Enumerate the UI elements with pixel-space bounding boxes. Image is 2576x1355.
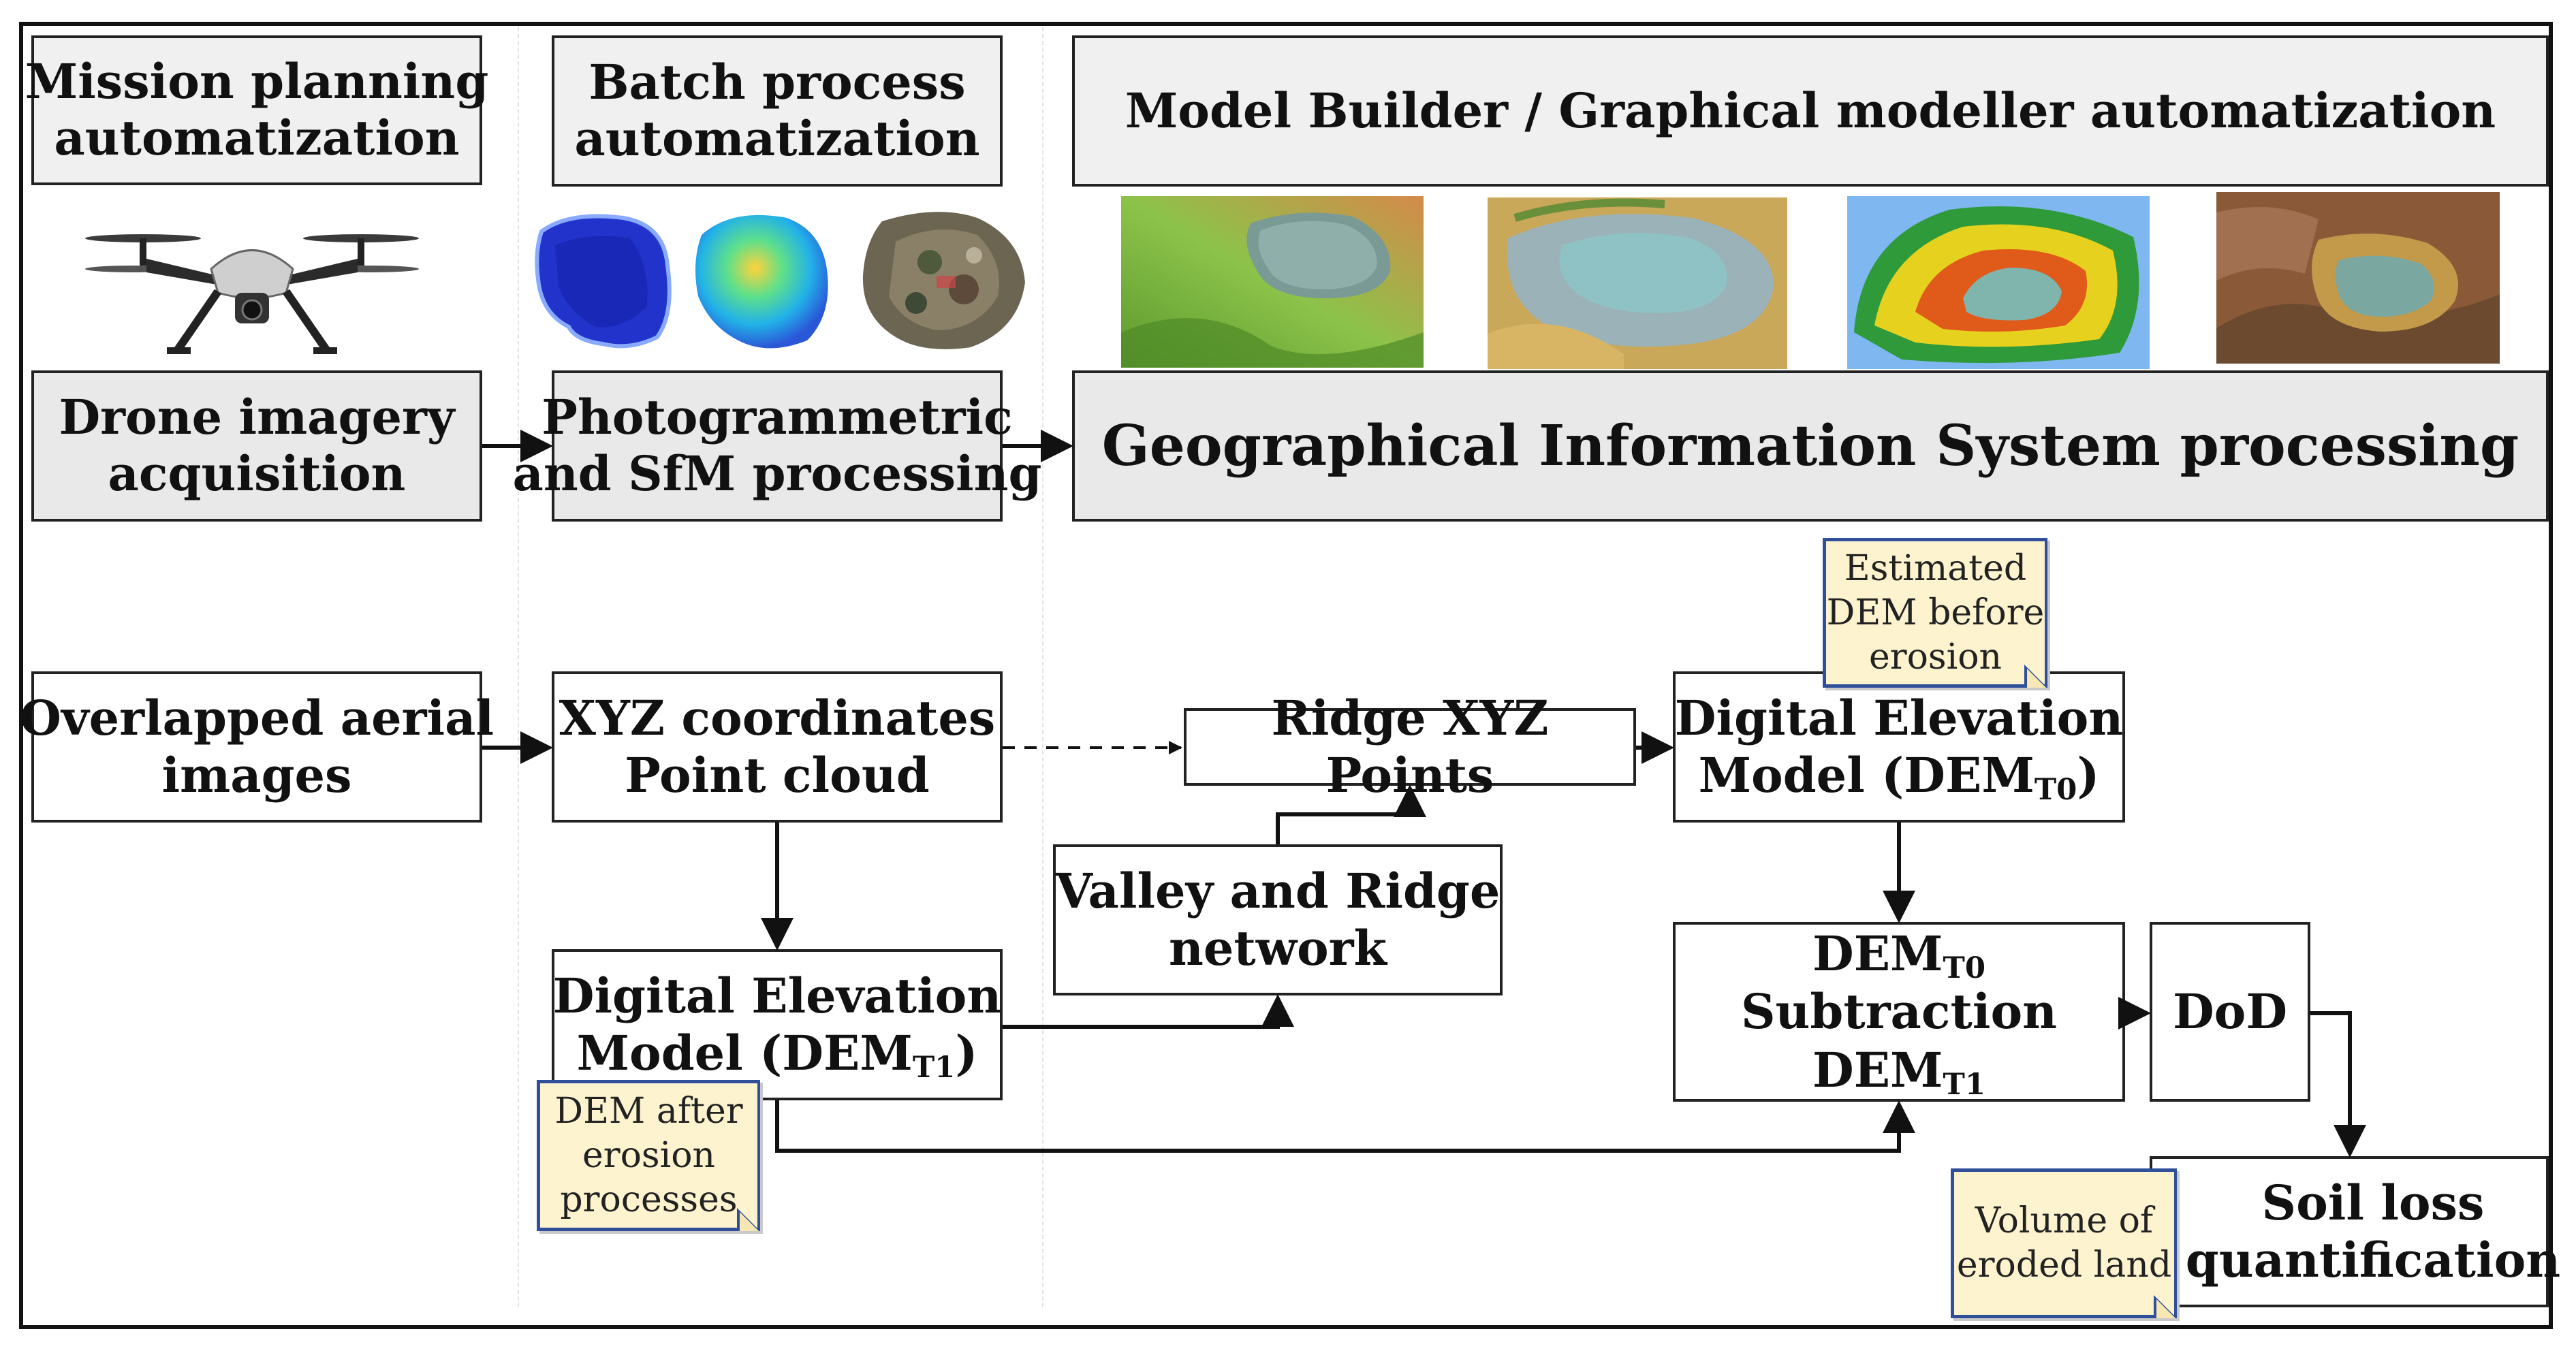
soil-loss-line2: quantification	[2185, 1232, 2561, 1288]
valley-ridge-line1: Valley and Ridge	[1055, 863, 1501, 919]
valley-ridge-line2: network	[1168, 920, 1387, 976]
batch-process-line1: Batch process	[588, 54, 966, 111]
arrow-network-to-ridge	[1276, 784, 1426, 844]
drone-icon	[82, 204, 422, 361]
photogrammetric-line1: Photogrammetric	[541, 389, 1013, 446]
arrow-dod-to-soil-loss	[2310, 1011, 2366, 1158]
terrain-slope-render	[1121, 196, 1424, 368]
dem-t1-subscript: T1	[912, 1049, 956, 1085]
subtraction-bottom-subscript: T1	[1943, 1066, 1986, 1102]
dem-t0-prefix: Model (DEM	[1698, 747, 2035, 803]
arrow-demt1-to-subtraction	[775, 1100, 1915, 1153]
dem-t0-line1: Digital Elevation	[1674, 690, 2124, 746]
dem-t0-box: Digital Elevation Model (DEMT0)	[1673, 671, 2125, 823]
dem-subtraction-box: DEMT0 Subtraction DEMT1	[1673, 922, 2125, 1102]
overlapped-line2: images	[161, 747, 352, 803]
overlapped-line1: Overlapped aerial	[19, 690, 494, 746]
batch-process-line2: automatization	[574, 110, 980, 167]
point-cloud-density-icon	[528, 204, 678, 354]
dem-t1-prefix: Model (DEM	[576, 1025, 913, 1081]
note-fold-corner	[737, 1208, 760, 1231]
dem-after-line1: DEM after	[554, 1090, 743, 1132]
point-cloud-height-icon	[685, 201, 834, 357]
dem-t0-line2: Model (DEMT0)	[1675, 747, 2124, 804]
subtraction-bottom-text: DEM	[1812, 1041, 1943, 1098]
dem-t1-line1: Digital Elevation	[552, 968, 1002, 1024]
dem-t1-line2: Model (DEMT1)	[553, 1025, 1002, 1082]
soil-loss-line1: Soil loss	[2261, 1175, 2485, 1231]
estimated-note-line2: DEM before	[1826, 592, 2045, 633]
dem-t0-subscript: T0	[2034, 771, 2077, 807]
arrow-demt1-to-network	[1003, 994, 1294, 1029]
model-builder-box: Model Builder / Graphical modeller autom…	[1072, 35, 2549, 187]
note-fold-corner	[2154, 1295, 2177, 1318]
gis-processing-label: Geographical Information System processi…	[1101, 413, 2519, 479]
xyz-line1: XYZ coordinates	[559, 690, 996, 746]
volume-line1: Volume of	[1975, 1200, 2154, 1241]
dod-box: DoD	[2150, 922, 2310, 1102]
note-fold-corner	[2024, 665, 2047, 688]
subtraction-top: DEMT0	[1741, 925, 2057, 983]
terrain-hillshade-render	[1488, 197, 1787, 369]
model-builder-label: Model Builder / Graphical modeller autom…	[1125, 82, 2496, 139]
subtraction-middle: Subtraction	[1740, 983, 2058, 1040]
diagram-frame	[19, 22, 2553, 1329]
dem-t1-box: Digital Elevation Model (DEMT1)	[552, 949, 1003, 1100]
terrain-elevation-render	[1847, 196, 2150, 369]
column-separator	[1042, 27, 1043, 1307]
drone-imagery-line2: acquisition	[108, 445, 406, 502]
mission-planning-line2: automatization	[54, 110, 460, 166]
mission-planning-line1: Mission planning	[25, 53, 489, 110]
dem-after-line2: erosion	[582, 1134, 716, 1176]
orthomosaic-icon	[855, 201, 1028, 354]
subtraction-top-subscript: T0	[1943, 950, 1986, 985]
estimated-note-line1: Estimated	[1844, 547, 2027, 589]
ridge-xyz-points-box: Ridge XYZ Points	[1184, 690, 1636, 803]
dem-t0-suffix: )	[2077, 747, 2100, 803]
subtraction-bottom: DEMT1	[1741, 1041, 2057, 1099]
gis-processing-box: Geographical Information System processi…	[1072, 370, 2549, 522]
terrain-erosion-render	[2216, 192, 2500, 364]
dod-label: DoD	[2172, 983, 2288, 1040]
dem-after-line3: processes	[560, 1179, 738, 1220]
subtraction-top-text: DEM	[1812, 925, 1943, 982]
estimated-note-line3: erosion	[1868, 636, 2002, 678]
column-separator	[518, 27, 519, 1307]
photogrammetric-line2: and SfM processing	[512, 445, 1042, 502]
dem-t1-suffix: )	[955, 1025, 978, 1081]
xyz-line2: Point cloud	[625, 747, 930, 803]
volume-line2: eroded land	[1956, 1245, 2172, 1286]
drone-imagery-line1: Drone imagery	[59, 389, 455, 446]
